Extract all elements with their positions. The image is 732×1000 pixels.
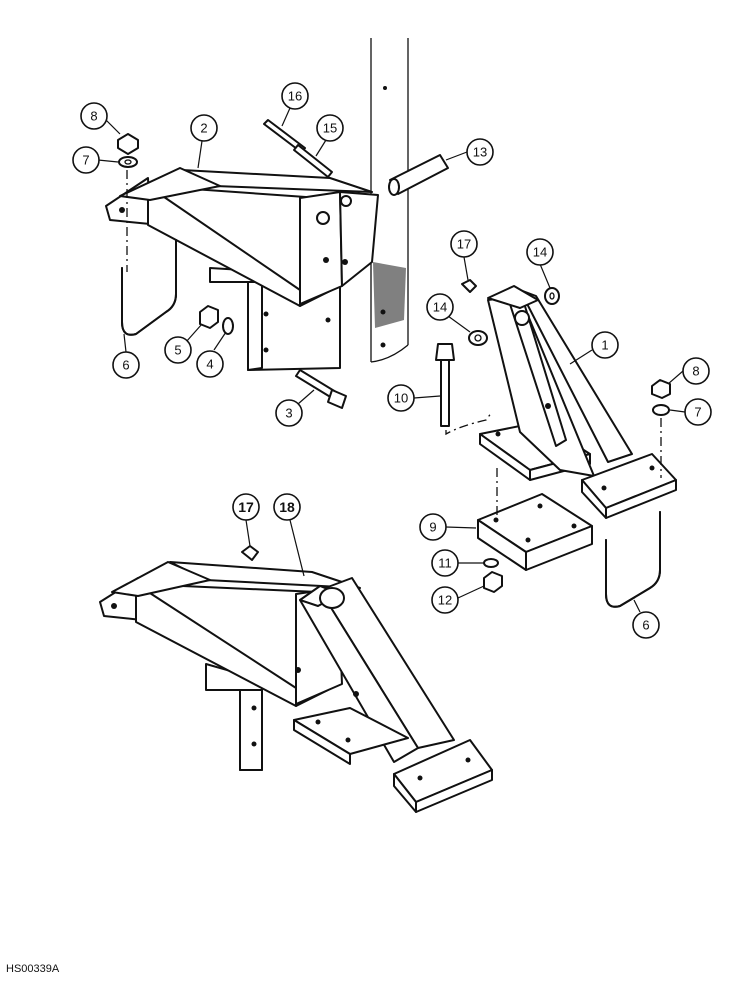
callout-label: 14 xyxy=(533,245,547,260)
nut-5 xyxy=(199,305,219,329)
right-bracket xyxy=(479,285,677,519)
callout-c1: 1 xyxy=(569,331,619,365)
callout-label: 17 xyxy=(457,237,471,252)
callout-c8b: 8 xyxy=(667,357,710,385)
callout-label: 16 xyxy=(288,89,302,104)
callout-label: 3 xyxy=(285,406,292,421)
pin-15 xyxy=(293,144,333,178)
callout-label: 7 xyxy=(694,405,701,420)
callout-label: 6 xyxy=(122,358,129,373)
washer-11 xyxy=(483,558,499,568)
pin-13 xyxy=(388,154,449,196)
callout-label: 15 xyxy=(323,121,337,136)
figure-reference-code: HS00339A xyxy=(6,963,60,975)
fitting-17-lower xyxy=(241,545,259,561)
callout-c6a: 6 xyxy=(112,333,140,379)
callout-label: 13 xyxy=(473,145,487,160)
callout-c14b: 14 xyxy=(426,293,471,333)
nut-12 xyxy=(483,571,503,593)
callout-label: 8 xyxy=(90,109,97,124)
callout-label: 11 xyxy=(438,556,452,571)
callout-c17b: 17 xyxy=(232,493,260,547)
u-bolt-6-upper-left xyxy=(121,239,177,336)
callout-c9: 9 xyxy=(419,513,477,541)
callout-c12: 12 xyxy=(431,585,485,614)
u-bolt-6-right xyxy=(605,511,661,608)
callout-c13: 13 xyxy=(445,138,494,166)
callout-label: 14 xyxy=(433,300,447,315)
callout-label: 4 xyxy=(206,357,213,372)
callout-c7b: 7 xyxy=(669,398,712,426)
fitting-17-upper xyxy=(461,279,477,293)
callout-c10: 10 xyxy=(387,384,441,412)
callout-c7a: 7 xyxy=(72,146,119,174)
callout-c18: 18 xyxy=(273,493,305,577)
pin-16 xyxy=(263,119,306,153)
clamp-plate-9 xyxy=(477,493,593,571)
washer-4 xyxy=(222,317,234,335)
callout-c5: 5 xyxy=(164,323,203,364)
callout-c8a: 8 xyxy=(80,102,121,135)
washer-7-right xyxy=(652,404,670,416)
washer-14-left xyxy=(468,330,488,346)
nut-8-upper-left xyxy=(117,133,139,155)
callout-c17a: 17 xyxy=(450,230,478,281)
callout-c14a: 14 xyxy=(526,238,554,289)
washer-7-upper-left xyxy=(118,156,138,168)
upper-left-bracket xyxy=(105,167,379,371)
callout-c11: 11 xyxy=(431,549,484,577)
callout-label: 17 xyxy=(238,499,254,515)
callout-label: 18 xyxy=(279,499,295,515)
callout-c4: 4 xyxy=(196,331,227,378)
assembled-bracket xyxy=(99,561,493,813)
nut-8-right xyxy=(651,379,671,399)
callout-label: 10 xyxy=(394,391,408,406)
callout-c6b: 6 xyxy=(632,599,660,639)
callout-c2: 2 xyxy=(190,114,218,169)
bolt-3 xyxy=(295,369,347,409)
callout-label: 1 xyxy=(601,338,608,353)
callout-label: 2 xyxy=(200,121,207,136)
callout-label: 5 xyxy=(174,343,181,358)
callout-label: 12 xyxy=(438,593,452,608)
callout-c16: 16 xyxy=(281,82,309,127)
washer-14-right xyxy=(544,287,560,305)
callout-label: 8 xyxy=(692,364,699,379)
bolt-10 xyxy=(435,343,493,436)
callout-c15: 15 xyxy=(315,114,344,157)
callout-label: 7 xyxy=(82,153,89,168)
callout-label: 9 xyxy=(429,520,436,535)
callout-label: 6 xyxy=(642,618,649,633)
callout-c3: 3 xyxy=(275,389,315,427)
